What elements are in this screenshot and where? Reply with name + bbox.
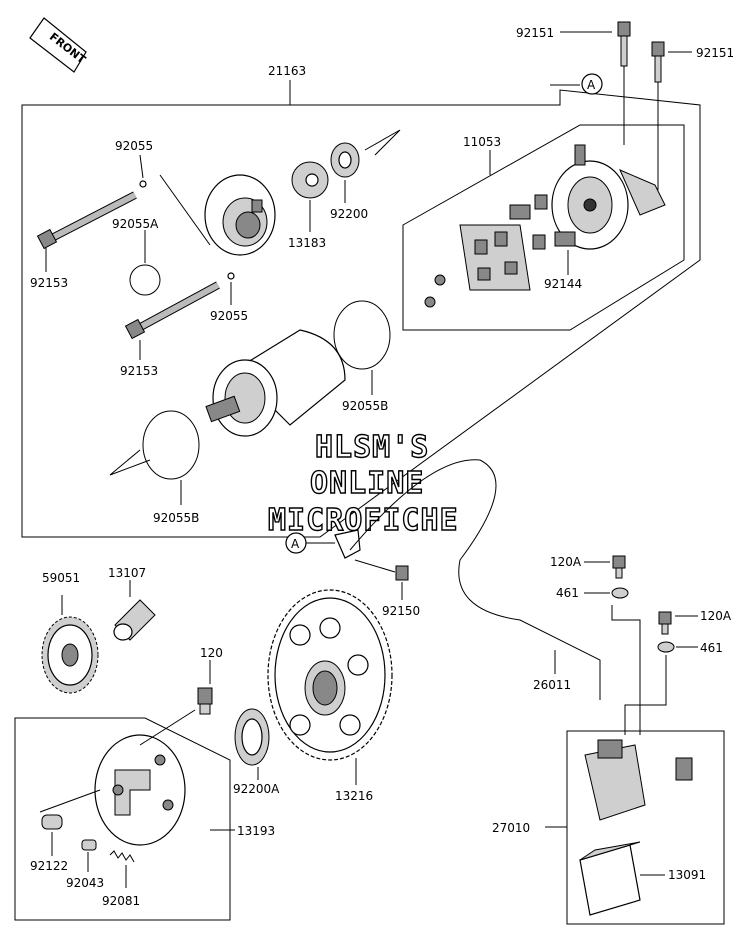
front-cover: [204, 174, 276, 256]
label-92122: 92122: [30, 859, 68, 873]
bolt-92151-b: [651, 41, 665, 190]
end-cover: [551, 144, 666, 250]
ground-terminal: [334, 529, 361, 559]
pin-92043: [81, 839, 97, 851]
svg-text:A: A: [587, 78, 596, 92]
label-92153-top: 92153: [30, 276, 68, 290]
label-120a-left: 120A: [550, 555, 582, 569]
relay-cover-13091: [579, 841, 641, 916]
label-13216: 13216: [335, 789, 373, 803]
starter-motor-body: [205, 329, 346, 437]
label-21163: 21163: [268, 64, 306, 78]
svg-text:A: A: [291, 537, 300, 551]
label-92055b-left: 92055B: [153, 511, 199, 525]
bolt-92151-a: [617, 21, 631, 145]
label-92055a: 92055A: [112, 217, 159, 231]
spring-92081: [109, 850, 135, 863]
label-461-left: 461: [556, 586, 579, 600]
bolt-120: [197, 687, 213, 715]
watermark-line-3: MICROFICHE: [268, 503, 459, 538]
oring-92055-top: [139, 180, 147, 188]
label-13183: 13183: [288, 236, 326, 250]
sprocket-13216: [267, 589, 393, 761]
nut-461-2: [657, 641, 675, 653]
washer-92200: [330, 142, 360, 178]
label-461-right: 461: [700, 641, 723, 655]
oring-92055b-left: [142, 410, 200, 480]
brush-holder-frame: [402, 124, 685, 331]
label-92055-top: 92055: [115, 139, 153, 153]
fuse: [675, 757, 693, 781]
label-92151-left: 92151: [516, 26, 554, 40]
bolt-92153-top: [36, 191, 137, 250]
watermark-line-2: ONLINE: [310, 466, 424, 501]
label-11053: 11053: [463, 135, 501, 149]
label-120: 120: [200, 646, 223, 660]
shaft-13107: [113, 599, 156, 641]
label-13091: 13091: [668, 868, 706, 882]
oring-92055a: [129, 264, 161, 296]
one-way-clutch-13193: [94, 734, 186, 846]
label-13107: 13107: [108, 566, 146, 580]
label-13193: 13193: [237, 824, 275, 838]
bolt-120a-2: [658, 611, 672, 635]
ref-a-circle-top: A: [550, 73, 603, 95]
starter-relay: [584, 739, 646, 821]
bolt-92150: [395, 565, 409, 581]
label-59051: 59051: [42, 571, 80, 585]
brush-plate: [424, 224, 531, 308]
label-27010: 27010: [492, 821, 530, 835]
springs-92144: [509, 194, 576, 275]
nut-461-1: [611, 587, 629, 599]
label-120a-right: 120A: [700, 609, 732, 623]
clutch-group-frame: [14, 717, 231, 921]
label-92055-mid: 92055: [210, 309, 248, 323]
label-92151-right: 92151: [696, 46, 734, 60]
starter-group-frame: [21, 89, 701, 538]
label-92153-mid: 92153: [120, 364, 158, 378]
shim-13183: [291, 161, 329, 199]
label-92150: 92150: [382, 604, 420, 618]
bolt-120a-1: [612, 555, 626, 579]
label-92055b-right: 92055B: [342, 399, 388, 413]
roller-92122: [41, 814, 63, 830]
label-92200: 92200: [330, 207, 368, 221]
label-92043: 92043: [66, 876, 104, 890]
ref-a-circle-bottom: A: [285, 532, 335, 554]
oring-92055-mid: [227, 272, 235, 280]
watermark-line-1: HLSM'S: [315, 430, 429, 465]
oring-92055b-right: [333, 300, 391, 370]
gear-59051: [41, 616, 99, 694]
bolt-92153-mid: [124, 281, 220, 340]
label-92200a: 92200A: [233, 782, 280, 796]
washer-92200a: [234, 708, 270, 766]
front-arrow-tag: FRONT: [29, 17, 88, 73]
label-92144: 92144: [544, 277, 582, 291]
label-26011: 26011: [533, 678, 571, 692]
label-92081: 92081: [102, 894, 140, 908]
cable-26011: [349, 459, 601, 700]
